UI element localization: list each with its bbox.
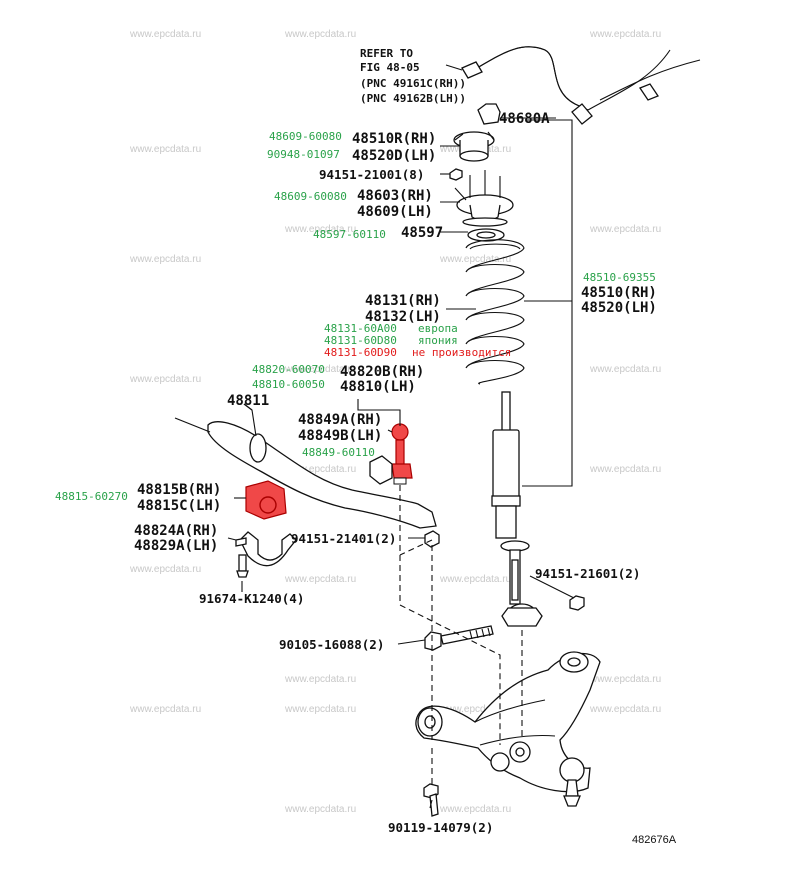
watermark: www.epcdata.ru — [284, 574, 356, 585]
label-48849b: 48849B(LH) — [298, 428, 382, 444]
label-48510: 48510(RH) — [581, 285, 657, 301]
diagram-code: 482676A — [632, 834, 677, 846]
watermark: www.epcdata.ru — [589, 704, 661, 715]
label-48815b: 48815B(RH) — [137, 482, 221, 498]
watermark: www.epcdata.ru — [284, 674, 356, 685]
label-48810: 48810(LH) — [340, 379, 416, 395]
watermark: www.epcdata.ru — [439, 574, 511, 585]
watermark: www.epcdata.ru — [129, 374, 201, 385]
green-label: 48510-69355 — [583, 271, 656, 284]
watermark: www.epcdata.ru — [284, 29, 356, 40]
lower-arm-drawing — [415, 651, 601, 807]
green-label: 48609-60080 — [274, 190, 347, 203]
watermark: www.epcdata.ru — [284, 364, 356, 375]
label-90119-14079: 90119-14079(2) — [388, 820, 493, 835]
stabilizer-link-drawing — [369, 423, 440, 548]
watermark: www.epcdata.ru — [284, 804, 356, 815]
watermark: www.epcdata.ru — [129, 29, 201, 40]
leader-lines — [227, 117, 575, 809]
watermark: www.epcdata.ru — [129, 564, 201, 575]
watermark: www.epcdata.ru — [284, 224, 356, 235]
label-94151-21601: 94151-21601(2) — [535, 566, 640, 581]
alignment-lines — [399, 485, 523, 788]
label-48603: 48603(RH) — [357, 188, 433, 204]
refer-line-3: (PNC 49161C(RH)) — [360, 77, 466, 90]
watermark: www.epcdata.ru — [129, 254, 201, 265]
label-48520d: 48520D(LH) — [352, 148, 436, 164]
label-48849a: 48849A(RH) — [298, 412, 382, 428]
label-48132: 48132(LH) — [365, 309, 441, 325]
red-label: 48131-60D90 — [324, 346, 397, 359]
group-bracket — [522, 119, 573, 487]
label-48597: 48597 — [401, 225, 443, 241]
label-48820b: 48820B(RH) — [340, 364, 424, 380]
watermark: www.epcdata.ru — [589, 674, 661, 685]
shock-absorber-drawing — [491, 391, 543, 627]
red-labels: 48131-60D90 не производится — [324, 346, 511, 359]
green-label: 48820-60070 — [252, 363, 325, 376]
watermark: www.epcdata.ru — [589, 224, 661, 235]
refer-to-note: REFER TO FIG 48-05 (PNC 49161C(RH)) (PNC… — [360, 47, 466, 105]
label-91674-k1240: 91674-K1240(4) — [199, 591, 304, 606]
coil-spring-drawing — [465, 239, 525, 385]
label-48811: 48811 — [227, 393, 269, 409]
watermark: www.epcdata.ru — [589, 464, 661, 475]
refer-line-1: REFER TO — [360, 47, 413, 60]
green-label: 48849-60110 — [302, 446, 375, 459]
refer-line-2: FIG 48-05 — [360, 61, 420, 74]
refer-line-4: (PNC 49162B(LH)) — [360, 92, 466, 105]
label-48824a: 48824A(RH) — [134, 523, 218, 539]
green-label: 48609-60080 — [269, 130, 342, 143]
green-label: 48597-60110 — [313, 228, 386, 241]
watermark: www.epcdata.ru — [284, 464, 356, 475]
watermark: www.epcdata.ru — [439, 804, 511, 815]
green-label: япония — [418, 334, 458, 347]
green-label: 90948-01097 — [267, 148, 340, 161]
green-label: 48810-60050 — [252, 378, 325, 391]
part-labels: 48680A 48510R(RH) 48520D(LH) 94151-21001… — [134, 111, 657, 835]
watermark: www.epcdata.ru — [589, 364, 661, 375]
green-label: европа — [418, 322, 458, 335]
label-94151-21401: 94151-21401(2) — [291, 531, 396, 546]
label-48815c: 48815C(LH) — [137, 498, 221, 514]
brake-hose-drawing — [445, 46, 701, 125]
label-94151-21001: 94151-21001(8) — [319, 167, 424, 182]
green-label: 48815-60270 — [55, 490, 128, 503]
bolts-drawing — [423, 595, 585, 817]
watermark: www.epcdata.ru — [129, 704, 201, 715]
watermark: www.epcdata.ru — [439, 704, 511, 715]
watermark: www.epcdata.ru — [129, 144, 201, 155]
label-90105-16088: 90105-16088(2) — [279, 637, 384, 652]
label-48520: 48520(LH) — [581, 300, 657, 316]
stabilizer-bar-drawing — [174, 417, 437, 529]
green-labels: 48609-60080 90948-01097 48609-60080 4859… — [55, 130, 656, 503]
strut-top-parts-drawing — [449, 103, 514, 242]
label-48510r: 48510R(RH) — [352, 131, 436, 147]
label-48829a: 48829A(LH) — [134, 538, 218, 554]
green-label: 48131-60A00 — [324, 322, 397, 335]
red-label: не производится — [412, 346, 511, 359]
watermarks: www.epcdata.ru www.epcdata.ru www.epcdat… — [129, 29, 661, 815]
bushing-clamp-drawing — [235, 480, 297, 578]
label-48680a: 48680A — [499, 111, 550, 127]
label-48131: 48131(RH) — [365, 293, 441, 309]
label-48609: 48609(LH) — [357, 204, 433, 220]
watermark: www.epcdata.ru — [439, 254, 511, 265]
watermark: www.epcdata.ru — [589, 29, 661, 40]
watermark: www.epcdata.ru — [284, 704, 356, 715]
green-label: 48131-60D80 — [324, 334, 397, 347]
